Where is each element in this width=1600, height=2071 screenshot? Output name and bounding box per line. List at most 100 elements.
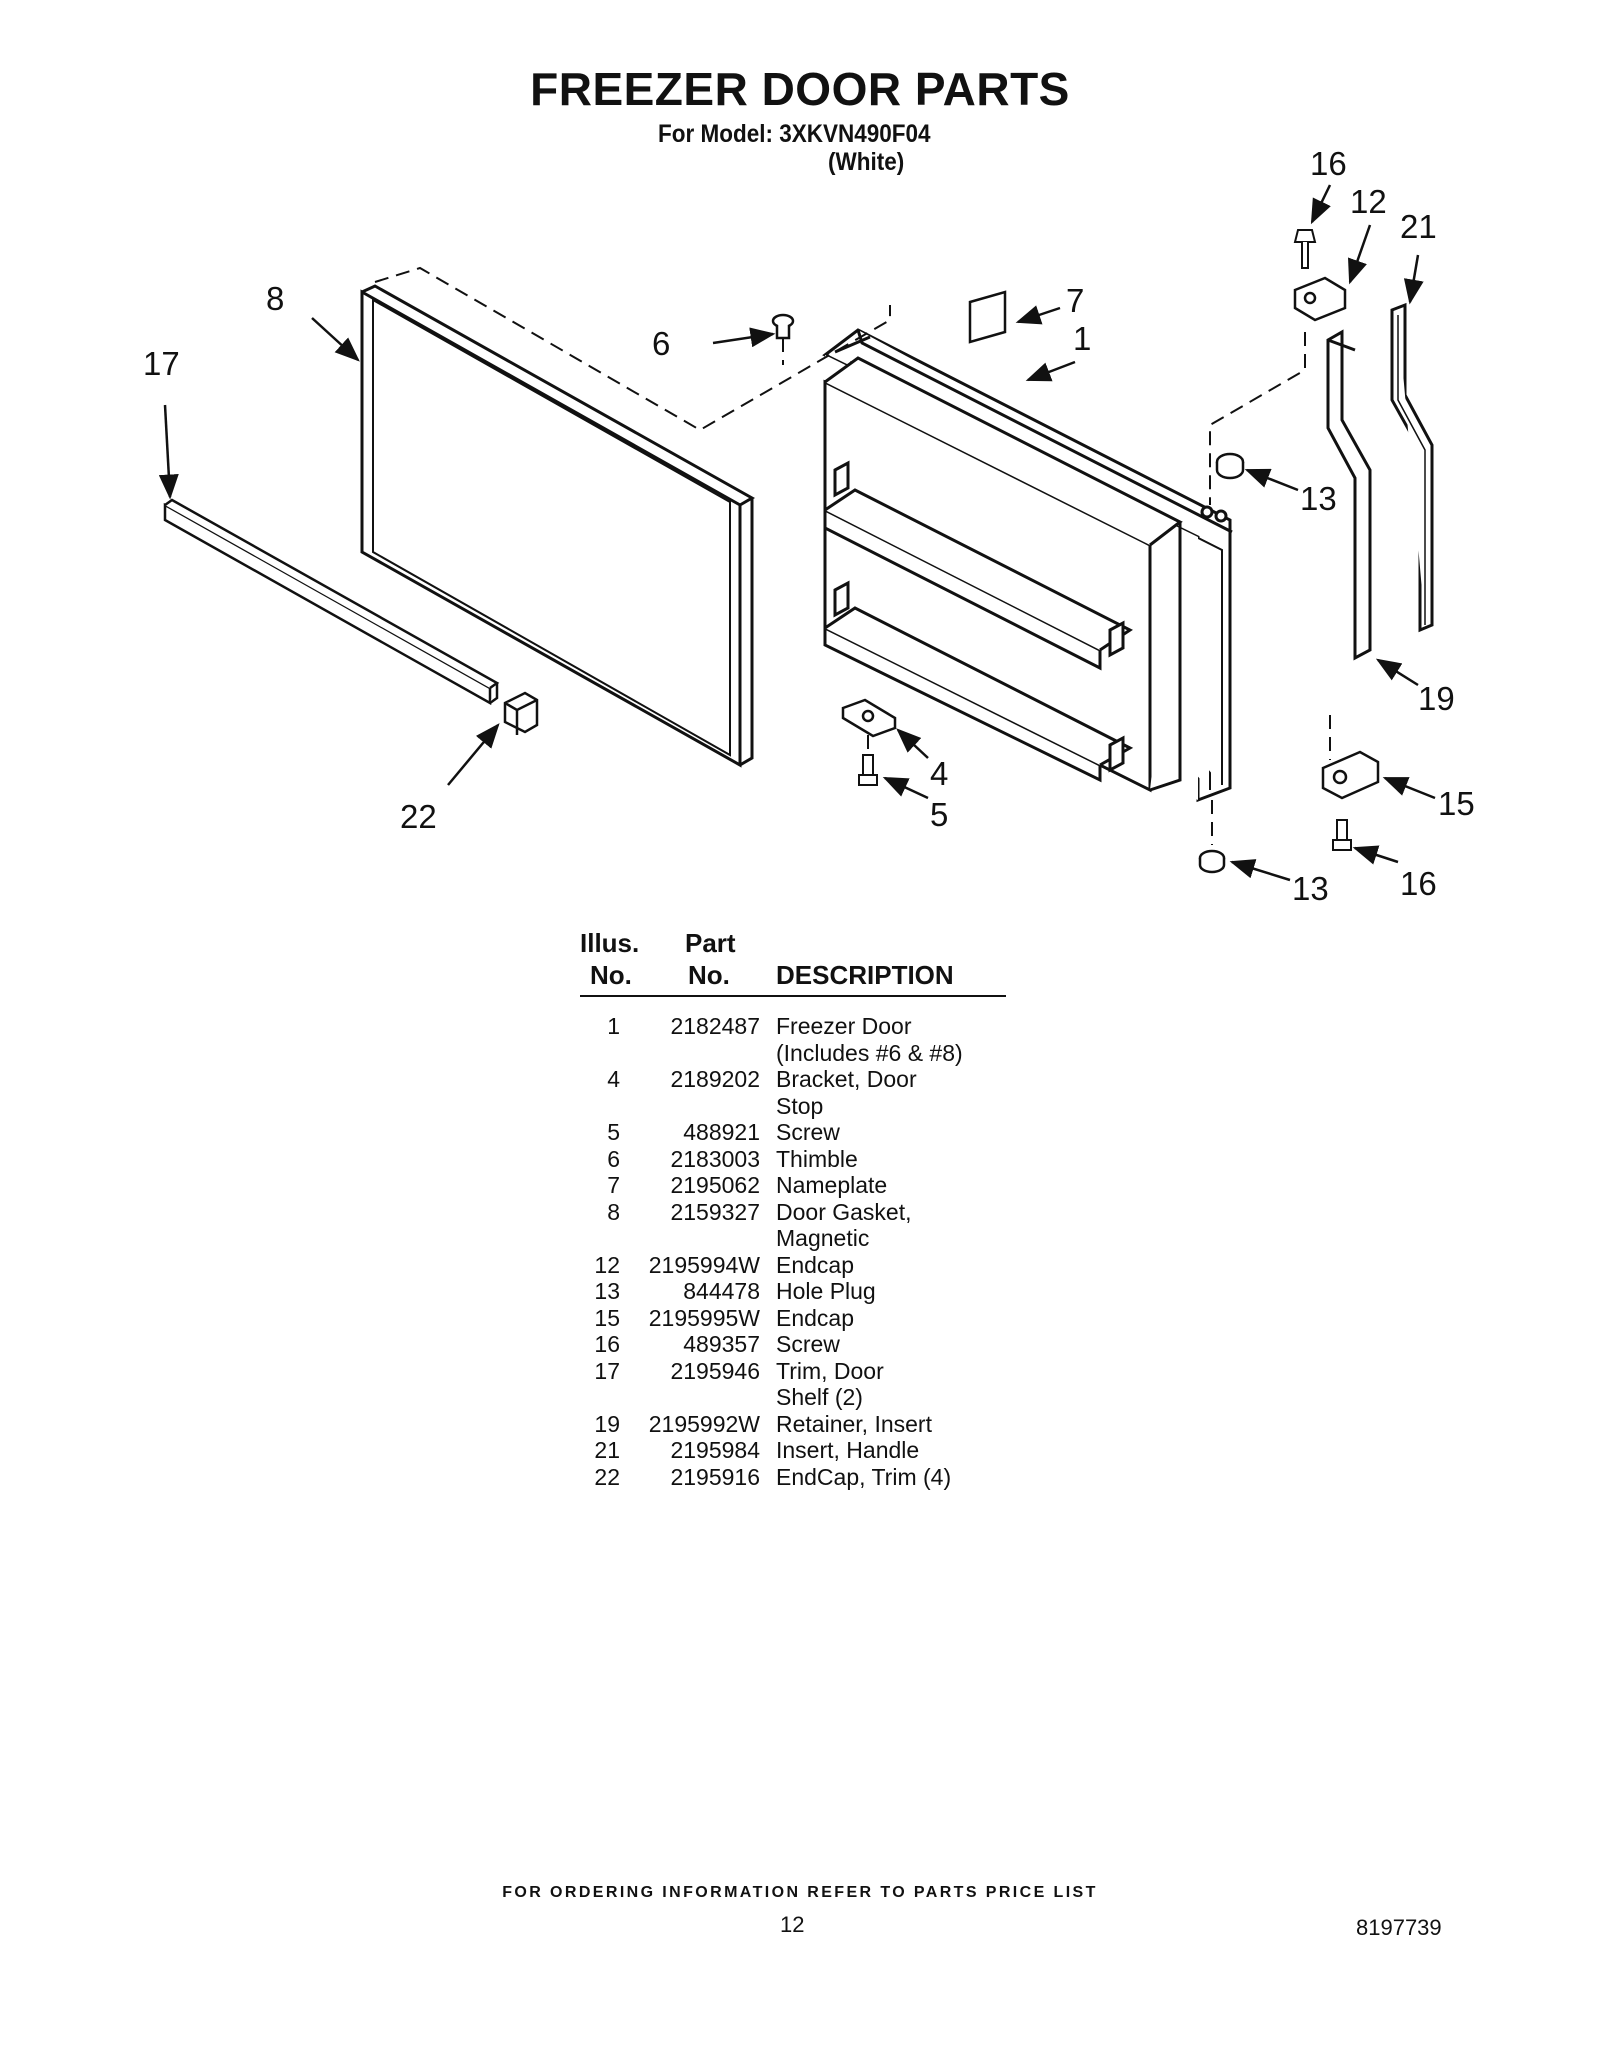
part-number: 2159327 (670, 1198, 760, 1225)
part-description: Door Gasket, (776, 1198, 912, 1225)
part-description: Freezer Door (776, 1013, 912, 1039)
callout-17: 17 (143, 345, 180, 382)
callout-13-bottom: 13 (1292, 870, 1329, 907)
table-row: 5 488921 Screw (580, 1119, 1040, 1146)
shelf-trim-drawing (163, 498, 500, 706)
part-description: Hole Plug (776, 1278, 876, 1304)
table-row: (Includes #6 & #8) (580, 1040, 1040, 1067)
illus-number: 21 (594, 1437, 620, 1463)
callout-8: 8 (266, 280, 284, 317)
table-row: 1 2182487 Freezer Door (580, 1013, 1040, 1040)
table-row: 13 844478 Hole Plug (580, 1278, 1040, 1305)
part-number: 2195994W (648, 1251, 760, 1278)
part-description: Insert, Handle (776, 1437, 920, 1463)
door-stop-bracket-drawing (841, 698, 897, 738)
part-number: 2182487 (670, 1013, 760, 1039)
part-number: 488921 (683, 1119, 760, 1145)
bottom-screw-drawing (1332, 819, 1352, 851)
handle-retainer-drawing (1326, 329, 1372, 661)
illus-number: 19 (594, 1410, 620, 1437)
illus-number: 17 (594, 1357, 620, 1384)
thimble-drawing (771, 313, 795, 340)
table-row: Magnetic (580, 1225, 1040, 1252)
part-description: Nameplate (776, 1172, 888, 1198)
part-description: (Includes #6 & #8) (776, 1039, 963, 1066)
part-number: 2195984 (670, 1437, 760, 1463)
illus-number: 6 (607, 1145, 620, 1172)
top-screw-drawing (1293, 229, 1317, 269)
part-description: EndCap, Trim (4) (776, 1463, 952, 1490)
handle-insert-drawing (1390, 302, 1434, 633)
table-row: 16 489357 Screw (580, 1331, 1040, 1358)
part-number: 2195062 (670, 1172, 760, 1198)
illus-number: 12 (594, 1251, 620, 1278)
alignment-lines (374, 266, 1331, 845)
ordering-note: FOR ORDERING INFORMATION REFER TO PARTS … (502, 1884, 1098, 1901)
model-variant: (White) (828, 148, 905, 176)
part-number: 2195946 (670, 1357, 760, 1384)
header-description: DESCRIPTION (776, 960, 954, 990)
header-illus-line1: Illus. (580, 928, 640, 958)
part-description: Screw (776, 1331, 840, 1357)
illus-number: 16 (594, 1331, 620, 1357)
part-number: 2195995W (648, 1304, 760, 1331)
part-number: 844478 (683, 1278, 760, 1304)
header-illus-line2: No. (590, 960, 632, 990)
callout-21: 21 (1400, 208, 1437, 245)
table-row: 6 2183003 Thimble (580, 1146, 1040, 1173)
callout-4: 4 (930, 755, 948, 792)
header-part-line2: No. (688, 960, 730, 990)
page-title: FREEZER DOOR PARTS (530, 63, 1070, 115)
part-description: Retainer, Insert (776, 1410, 932, 1437)
callout-1: 1 (1073, 320, 1091, 357)
header-divider (580, 995, 1006, 997)
door-gasket-drawing (360, 284, 756, 768)
callout-5: 5 (930, 796, 948, 833)
bottom-endcap-drawing (1321, 750, 1380, 800)
table-row: 22 2195916 EndCap, Trim (4) (580, 1464, 1040, 1491)
part-number: 2195992W (648, 1410, 760, 1437)
part-number: 2195916 (670, 1463, 760, 1490)
callout-16-top: 16 (1310, 145, 1347, 182)
table-row: 15 2195995W Endcap (580, 1305, 1040, 1332)
illus-number: 5 (607, 1119, 620, 1145)
illus-number: 13 (594, 1278, 620, 1304)
model-number: For Model: 3XKVN490F04 (658, 120, 931, 148)
hole-plug-drawing (1198, 452, 1245, 874)
part-description: Endcap (776, 1251, 855, 1278)
table-row: 7 2195062 Nameplate (580, 1172, 1040, 1199)
part-description: Thimble (776, 1145, 858, 1172)
part-number: 489357 (683, 1331, 760, 1357)
part-number: 2189202 (670, 1066, 760, 1092)
table-row: 21 2195984 Insert, Handle (580, 1437, 1040, 1464)
illus-number: 1 (607, 1013, 620, 1039)
part-description: Bracket, Door (776, 1066, 917, 1092)
table-row: Stop (580, 1093, 1040, 1120)
nameplate-drawing (968, 290, 1007, 344)
freezer-door-drawing (822, 328, 1233, 803)
part-description: Screw (776, 1119, 840, 1145)
part-description: Stop (776, 1092, 824, 1119)
callout-6: 6 (652, 325, 670, 362)
part-description: Endcap (776, 1304, 855, 1331)
callout-12: 12 (1350, 183, 1387, 220)
callout-15: 15 (1438, 785, 1475, 822)
illus-number: 22 (594, 1463, 620, 1490)
part-description: Shelf (2) (776, 1384, 863, 1410)
part-number: 2183003 (670, 1145, 760, 1172)
exploded-parts-diagram: 8 17 6 7 1 16 12 21 13 19 4 5 22 15 13 1… (143, 145, 1475, 907)
illus-number: 7 (607, 1172, 620, 1198)
illus-number: 15 (594, 1304, 620, 1331)
header-part-line1: Part (685, 928, 736, 958)
callout-19: 19 (1418, 680, 1455, 717)
callout-22: 22 (400, 798, 437, 835)
leader-arrows (158, 184, 1436, 882)
callout-7: 7 (1066, 282, 1084, 319)
callout-16-bottom: 16 (1400, 865, 1437, 902)
table-row: Shelf (2) (580, 1384, 1040, 1411)
top-endcap-drawing (1293, 276, 1347, 322)
